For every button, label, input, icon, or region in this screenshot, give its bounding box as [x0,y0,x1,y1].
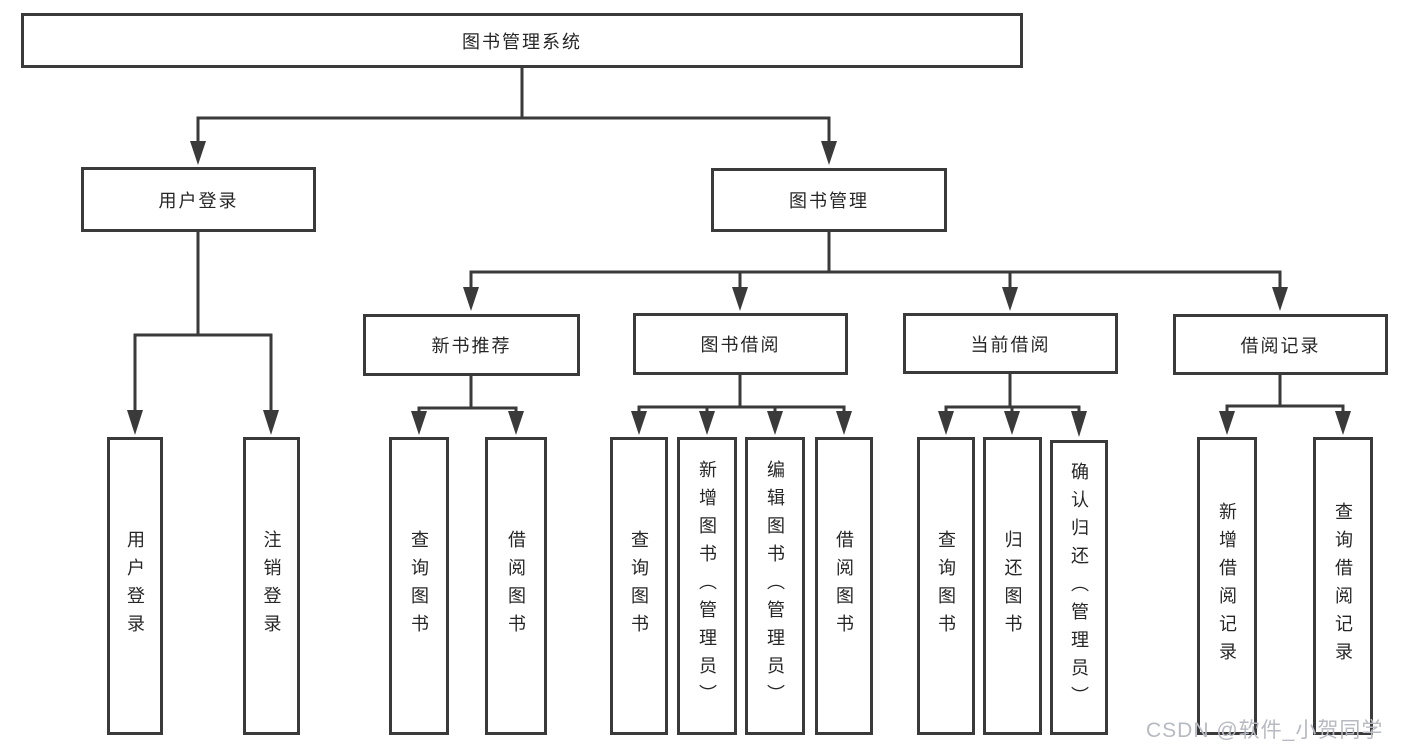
arrowhead-icon [263,410,279,435]
arrowhead-icon [938,411,954,435]
arrowhead-icon [836,411,852,435]
arrowhead-icon [699,411,715,435]
leaf-new-query-books: 查询图书 [389,437,449,735]
arrowhead-icon [732,287,748,311]
arrowhead-icon [821,141,837,165]
arrowhead-icon [1004,411,1020,435]
leaf-borrow-books: 借阅图书 [815,437,873,735]
arrowhead-icon [463,287,479,311]
arrowhead-icon [508,411,524,435]
leaf-confirm-return-admin: 确认归还（管理员） [1050,440,1108,735]
arrowhead-icon [1335,411,1351,435]
node-borrowing-records: 借阅记录 [1173,314,1388,375]
node-book-management: 图书管理 [711,168,947,232]
node-new-book-recommend: 新书推荐 [363,314,580,376]
leaf-new-borrow-books: 借阅图书 [485,437,547,735]
arrowhead-icon [1219,411,1235,435]
arrowhead-icon [411,411,427,435]
node-user-login: 用户登录 [81,167,316,232]
arrowhead-icon [1272,287,1288,311]
csdn-watermark: CSDN @软件_小贺同学 [1146,719,1384,742]
leaf-return-books: 归还图书 [983,437,1042,735]
arrowhead-icon [127,410,143,435]
leaf-edit-books-admin: 编辑图书（管理员） [745,437,805,735]
leaf-borrow-query-books: 查询图书 [610,437,668,735]
arrowhead-icon [631,411,647,435]
node-root-system: 图书管理系统 [21,13,1023,68]
node-book-borrowing: 图书借阅 [633,313,848,375]
arrowhead-icon [1002,287,1018,311]
arrowhead-icon [190,141,206,165]
leaf-user-login: 用户登录 [107,437,163,735]
leaf-logout: 注销登录 [243,437,300,735]
arrowhead-icon [767,411,783,435]
leaf-current-query-books: 查询图书 [917,437,975,735]
arrowhead-icon [1071,411,1087,437]
leaf-add-borrow-record: 新增借阅记录 [1197,437,1257,735]
leaf-add-books-admin: 新增图书（管理员） [677,437,737,735]
leaf-query-borrow-record: 查询借阅记录 [1313,437,1373,735]
node-current-borrowing: 当前借阅 [903,313,1118,374]
